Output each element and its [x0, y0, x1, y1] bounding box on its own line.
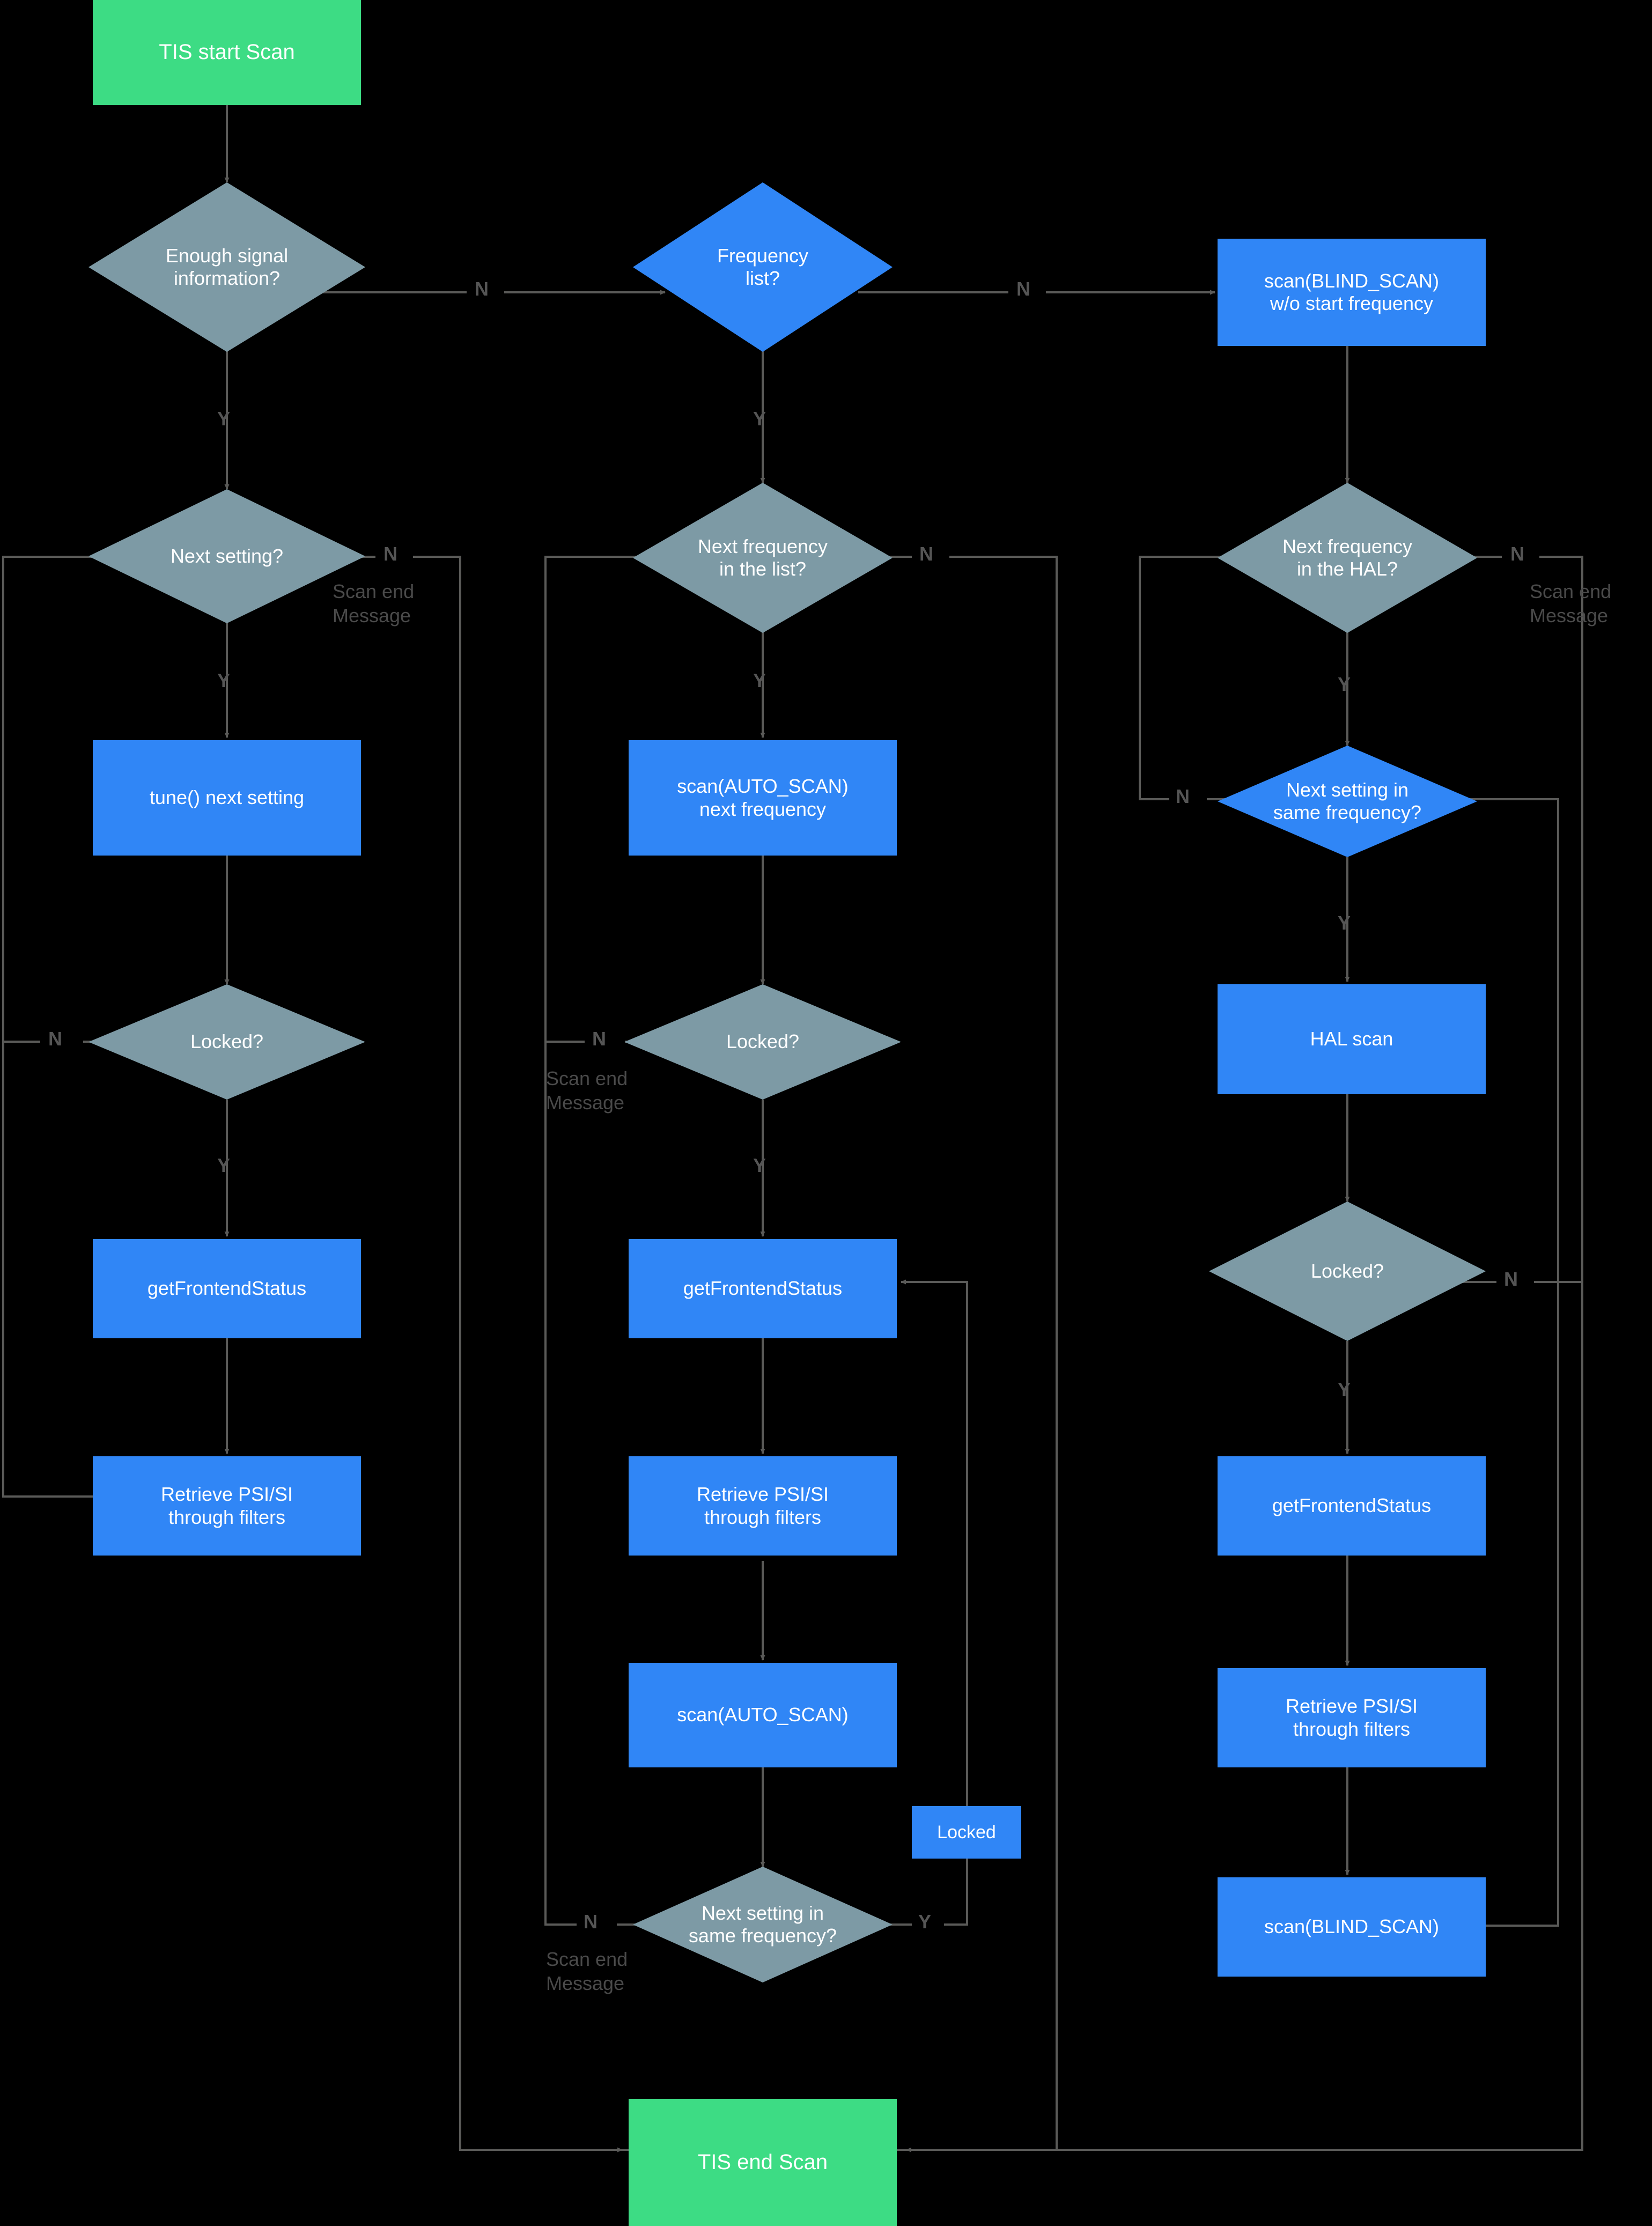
- node-locked-badge-label: Locked: [937, 1822, 996, 1842]
- note-scan-end-right: Scan end Message: [1530, 580, 1612, 626]
- node-retrieve-psi-si-middle[interactable]: Retrieve PSI/SI through filters: [629, 1456, 897, 1556]
- diamond-shape: [1218, 746, 1477, 857]
- node-frequency-list-label: Frequency list?: [717, 244, 809, 289]
- diamond-shape: [88, 984, 365, 1100]
- edge-label-y-nextsamefreq-middle: Y: [918, 1911, 932, 1933]
- node-locked-middle[interactable]: Locked?: [624, 984, 901, 1100]
- node-get-frontend-status-left[interactable]: getFrontendStatus: [93, 1239, 361, 1338]
- diamond-shape: [1209, 1202, 1486, 1341]
- node-tune-next-setting-label: tune() next setting: [149, 786, 305, 809]
- edge-label-y-locked-left: Y: [217, 1154, 231, 1176]
- node-next-setting-same-frequency-middle[interactable]: Next setting in same frequency?: [633, 1867, 893, 1982]
- edge-label-y-nextsetting: Y: [217, 669, 231, 691]
- node-next-frequency-in-hal[interactable]: Next frequency in the HAL?: [1218, 483, 1477, 633]
- edge-label-y-locked-right: Y: [1338, 1379, 1351, 1401]
- node-retrieve-psi-si-right-label: Retrieve PSI/SI through filters: [1285, 1695, 1418, 1740]
- edge-label-n-nextsetting: N: [384, 543, 397, 565]
- node-get-frontend-status-middle-label: getFrontendStatus: [683, 1277, 843, 1300]
- node-next-frequency-in-list-label: Next frequency in the list?: [697, 535, 828, 580]
- edge-label-n-nextsamefreq-middle: N: [584, 1911, 598, 1933]
- node-enough-signal[interactable]: Enough signal information?: [88, 182, 365, 352]
- node-next-setting[interactable]: Next setting?: [88, 489, 365, 623]
- node-get-frontend-status-right[interactable]: getFrontendStatus: [1218, 1456, 1486, 1556]
- node-blind-scan-wo-start-freq[interactable]: scan(BLIND_SCAN) w/o start frequency: [1218, 239, 1486, 346]
- node-locked-badge[interactable]: Locked: [912, 1806, 1021, 1859]
- diamond-shape: [633, 1867, 893, 1982]
- node-get-frontend-status-middle[interactable]: getFrontendStatus: [629, 1239, 897, 1338]
- edge-label-n-nextfreqlist: N: [919, 543, 933, 565]
- edge-label-y-nextfreqhal: Y: [1338, 673, 1351, 695]
- node-scan-auto[interactable]: scan(AUTO_SCAN): [629, 1663, 897, 1767]
- note-scan-end-left: Scan end Message: [333, 580, 415, 626]
- node-scan-auto-next-frequency-label: scan(AUTO_SCAN) next frequency: [677, 775, 849, 820]
- node-scan-auto-label: scan(AUTO_SCAN): [677, 1704, 849, 1726]
- node-hal-scan-label: HAL scan: [1310, 1028, 1393, 1050]
- node-end[interactable]: TIS end Scan: [629, 2099, 897, 2226]
- node-retrieve-psi-si-left-label: Retrieve PSI/SI through filters: [160, 1483, 293, 1528]
- node-get-frontend-status-right-label: getFrontendStatus: [1272, 1494, 1432, 1517]
- edge-label-n-enough: N: [475, 278, 489, 300]
- node-start[interactable]: TIS start Scan: [93, 0, 361, 105]
- node-next-setting-label: Next setting?: [170, 544, 284, 567]
- diamond-shape: [1218, 483, 1477, 633]
- edge-label-y-freqlist: Y: [753, 408, 766, 430]
- node-frequency-list[interactable]: Frequency list?: [633, 182, 893, 352]
- node-next-setting-same-frequency-right-label: Next setting in same frequency?: [1273, 778, 1422, 823]
- node-start-label: TIS start Scan: [159, 40, 295, 64]
- note-scan-end-middle-top: Scan end Message: [546, 1067, 628, 1114]
- edge-label-n-locked-right: N: [1504, 1268, 1518, 1290]
- edge-label-y-enough: Y: [217, 408, 231, 430]
- node-next-frequency-in-list[interactable]: Next frequency in the list?: [633, 483, 893, 633]
- node-blind-scan-wo-start-freq-label: scan(BLIND_SCAN) w/o start frequency: [1264, 269, 1440, 314]
- edge-label-y-locked-middle: Y: [753, 1154, 766, 1176]
- node-end-label: TIS end Scan: [697, 2150, 828, 2174]
- node-retrieve-psi-si-right[interactable]: Retrieve PSI/SI through filters: [1218, 1668, 1486, 1767]
- edge-label-y-nextfreqlist: Y: [753, 669, 766, 691]
- edge-label-n-locked-middle: N: [592, 1028, 606, 1050]
- edge-label-n-locked-left: N: [48, 1028, 62, 1050]
- node-locked-left-label: Locked?: [190, 1030, 264, 1053]
- edge-label-n-nextfreqhal: N: [1510, 543, 1524, 565]
- node-locked-left[interactable]: Locked?: [88, 984, 365, 1100]
- node-tune-next-setting[interactable]: tune() next setting: [93, 740, 361, 856]
- node-locked-right[interactable]: Locked?: [1209, 1202, 1486, 1341]
- node-next-setting-same-frequency-right[interactable]: Next setting in same frequency?: [1218, 746, 1477, 857]
- diamond-shape: [624, 984, 901, 1100]
- node-get-frontend-status-left-label: getFrontendStatus: [147, 1277, 307, 1300]
- node-retrieve-psi-si-middle-label: Retrieve PSI/SI through filters: [696, 1483, 829, 1528]
- diamond-shape: [88, 489, 365, 623]
- node-scan-blind-label: scan(BLIND_SCAN): [1264, 1915, 1440, 1938]
- node-locked-right-label: Locked?: [1310, 1259, 1384, 1282]
- node-scan-auto-next-frequency[interactable]: scan(AUTO_SCAN) next frequency: [629, 740, 897, 856]
- edge-label-n-freqlist: N: [1016, 278, 1030, 300]
- note-scan-end-middle-bottom: Scan end Message: [546, 1948, 628, 1994]
- diamond-shape: [633, 483, 893, 633]
- node-next-frequency-in-hal-label: Next frequency in the HAL?: [1282, 535, 1413, 580]
- edge-label-y-nextsamefreq-right: Y: [1338, 912, 1351, 934]
- node-locked-middle-label: Locked?: [726, 1030, 800, 1053]
- diamond-shape: [633, 182, 893, 352]
- node-retrieve-psi-si-left[interactable]: Retrieve PSI/SI through filters: [93, 1456, 361, 1556]
- node-enough-signal-label: Enough signal information?: [165, 244, 289, 289]
- node-scan-blind[interactable]: scan(BLIND_SCAN): [1218, 1877, 1486, 1977]
- edge-label-n-nextsamefreq-right: N: [1176, 785, 1190, 807]
- node-hal-scan[interactable]: HAL scan: [1218, 984, 1486, 1094]
- node-next-setting-same-frequency-middle-label: Next setting in same frequency?: [688, 1901, 837, 1947]
- diamond-shape: [88, 182, 365, 352]
